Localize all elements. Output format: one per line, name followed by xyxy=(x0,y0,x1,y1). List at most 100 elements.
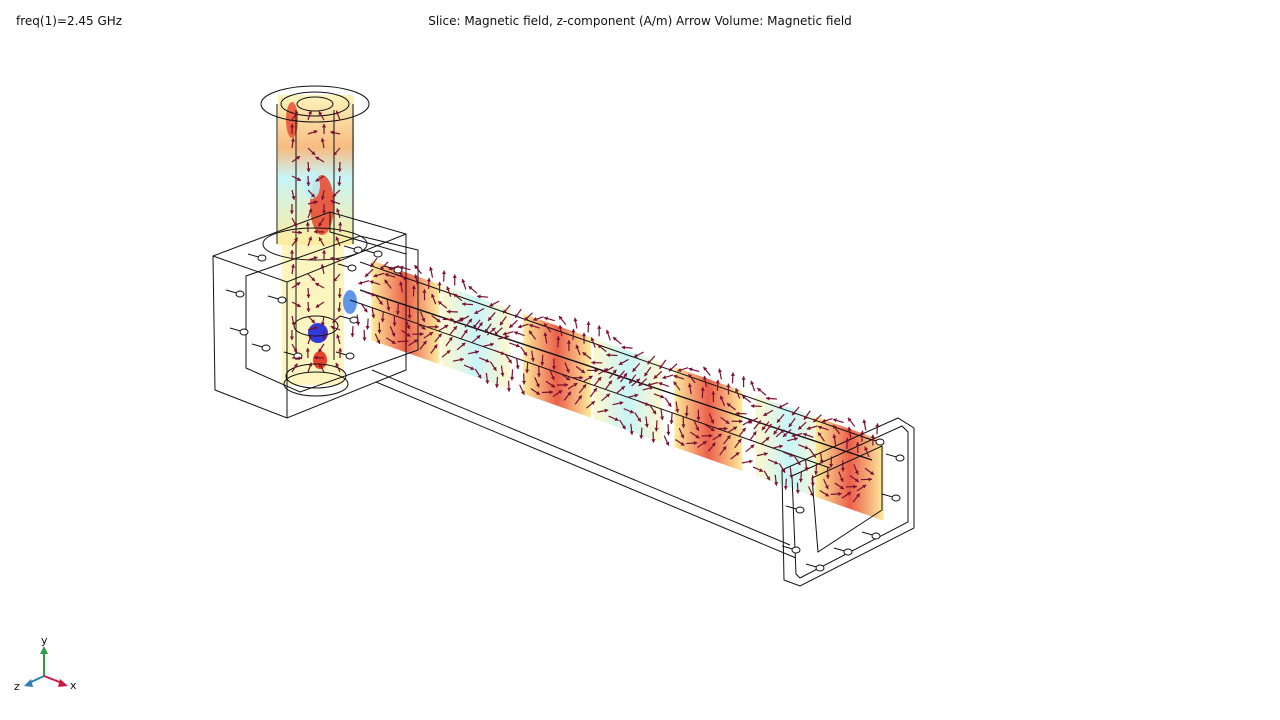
field-arrow xyxy=(289,249,295,261)
field-arrow xyxy=(620,372,628,383)
field-arrow xyxy=(643,366,652,377)
field-arrow xyxy=(653,393,665,399)
bolt xyxy=(861,531,881,540)
field-arrow xyxy=(317,343,325,353)
field-arrow xyxy=(761,421,770,431)
field-arrow xyxy=(734,438,742,449)
field-arrow xyxy=(840,460,845,472)
field-arrow xyxy=(589,387,598,398)
field-arrow xyxy=(479,357,490,363)
field-arrow xyxy=(556,336,561,348)
field-arrow xyxy=(574,395,583,405)
field-arrow xyxy=(321,203,327,215)
x-axis-line xyxy=(43,675,63,684)
field-arrow xyxy=(711,391,716,403)
field-arrow xyxy=(552,389,563,397)
field-arrow xyxy=(575,365,586,374)
field-arrow xyxy=(753,420,762,430)
field-arrow xyxy=(291,111,299,121)
field-arrow xyxy=(684,405,689,417)
field-arrow xyxy=(524,312,533,321)
field-arrow xyxy=(534,377,540,388)
field-arrow xyxy=(581,332,587,344)
field-arrow xyxy=(551,358,557,370)
bolt xyxy=(805,563,825,572)
field-arrow xyxy=(375,295,384,306)
field-arrow xyxy=(291,281,301,289)
field-arrow xyxy=(290,138,295,149)
field-arrow xyxy=(493,327,503,336)
field-arrow xyxy=(321,123,327,135)
field-arrow xyxy=(628,374,637,384)
field-arrow xyxy=(638,400,650,406)
field-arrow xyxy=(629,423,634,435)
field-arrow xyxy=(675,401,680,413)
field-arrow xyxy=(313,355,325,360)
field-arrow xyxy=(616,385,626,394)
field-arrow xyxy=(727,426,738,434)
field-arrow xyxy=(384,279,392,289)
field-arrow xyxy=(726,402,736,411)
field-arrow xyxy=(730,451,740,460)
field-arrow xyxy=(397,339,409,344)
field-arrow xyxy=(452,357,464,362)
field-arrow xyxy=(543,316,555,322)
field-arrow xyxy=(289,203,294,215)
field-arrow xyxy=(412,332,424,337)
field-arrow xyxy=(618,358,629,366)
field-arrow xyxy=(452,293,463,302)
field-arrow xyxy=(812,414,822,423)
guide-centerline xyxy=(359,289,873,461)
end-flange xyxy=(781,417,915,587)
field-arrow xyxy=(597,325,602,337)
field-arrow xyxy=(528,323,540,329)
field-arrow xyxy=(540,354,545,366)
field-arrow xyxy=(604,380,613,390)
field-arrow xyxy=(291,175,302,182)
field-arrow xyxy=(832,418,844,424)
field-arrow xyxy=(404,318,411,330)
field-arrow xyxy=(413,264,422,275)
field-arrow xyxy=(585,400,596,409)
field-arrow xyxy=(634,412,642,423)
field-arrow xyxy=(291,315,296,326)
field-arrow xyxy=(307,362,313,373)
field-arrow xyxy=(441,349,451,358)
field-arrow xyxy=(461,302,474,307)
field-arrow xyxy=(322,249,327,261)
field-arrow xyxy=(461,278,467,290)
field-arrow xyxy=(731,419,743,424)
field-arrow xyxy=(802,432,814,438)
field-arrow xyxy=(787,436,798,442)
field-arrow xyxy=(726,383,731,395)
field-arrow xyxy=(494,376,500,388)
field-arrow xyxy=(647,381,659,387)
field-arrow xyxy=(426,277,431,289)
field-arrow xyxy=(499,316,507,326)
flange-bolts xyxy=(225,245,905,572)
field-arrow xyxy=(720,416,730,425)
field-arrow xyxy=(467,350,479,355)
field-arrow xyxy=(708,442,716,452)
field-arrow xyxy=(623,408,635,414)
field-arrow xyxy=(374,333,381,345)
field-arrow xyxy=(474,368,482,379)
field-arrow xyxy=(832,434,837,446)
y-axis-label: y xyxy=(41,634,48,647)
field-arrow xyxy=(401,329,411,338)
field-arrow xyxy=(719,395,726,407)
field-arrow xyxy=(663,435,670,446)
field-arrow xyxy=(593,376,602,386)
feed-ring-lower xyxy=(285,363,347,389)
field-arrow xyxy=(696,409,701,421)
field-arrow xyxy=(674,439,685,446)
field-arrow xyxy=(597,344,607,353)
field-arrow xyxy=(525,362,530,374)
guide-top-back-edge xyxy=(359,261,873,441)
field-arrow xyxy=(389,326,396,337)
field-arrow xyxy=(290,264,296,275)
field-arrow xyxy=(509,342,520,348)
field-arrow xyxy=(856,484,867,492)
